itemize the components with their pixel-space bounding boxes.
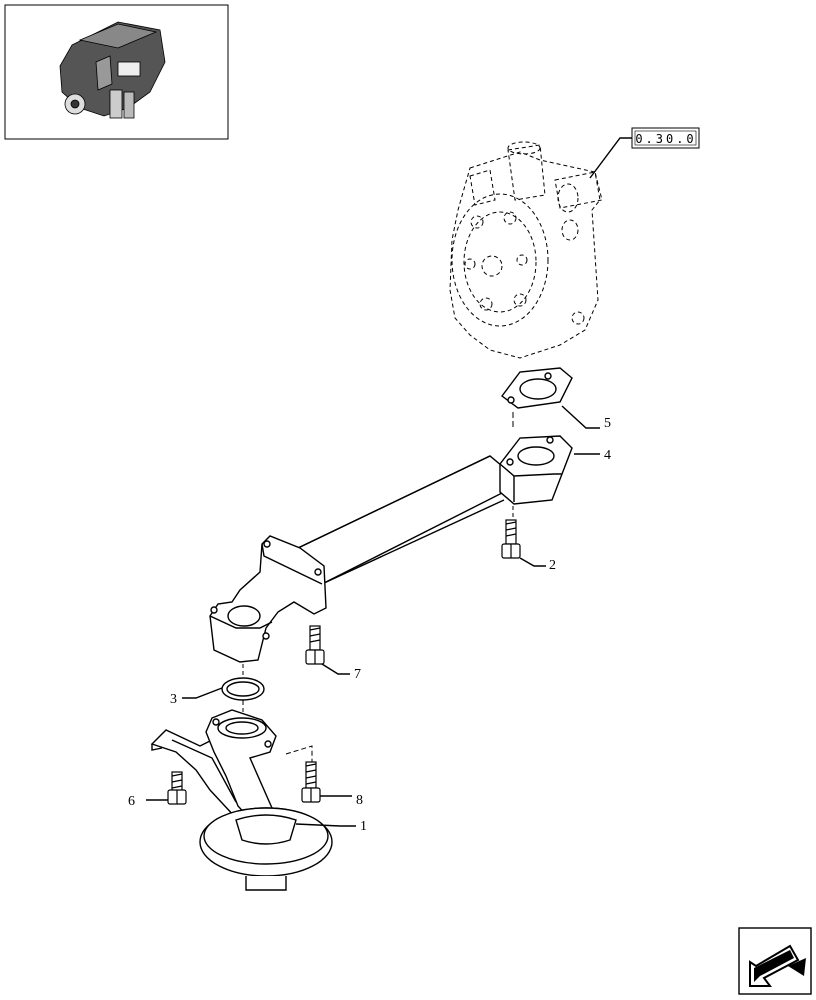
engine-thumbnail-icon[interactable]: [4, 4, 229, 140]
oil-pump-dashed-outline: [449, 141, 603, 359]
bolt-item-6[interactable]: [167, 771, 187, 805]
callout-4: 4: [604, 448, 611, 463]
leader-lines: [146, 405, 600, 827]
callout-3: 3: [170, 692, 177, 707]
strainer-item-1[interactable]: [150, 709, 333, 891]
callout-5: 5: [604, 416, 611, 431]
callout-7: 7: [354, 667, 361, 682]
reference-leader: [589, 137, 632, 179]
o-ring-item-3[interactable]: [221, 677, 265, 701]
next-page-arrow-icon[interactable]: [738, 927, 812, 995]
strainer-axis-lines: [242, 700, 313, 762]
bolt-item-2[interactable]: [501, 519, 521, 559]
reference-box-label: 0.30.0: [635, 132, 696, 146]
callout-1: 1: [360, 819, 367, 834]
suction-pipe-item-4[interactable]: [209, 435, 573, 663]
reference-box[interactable]: 0.30.0: [631, 127, 700, 149]
bolt-item-8[interactable]: [301, 761, 321, 803]
bolt-item-7[interactable]: [305, 625, 325, 665]
callout-2: 2: [549, 558, 556, 573]
gasket-item-5[interactable]: [501, 367, 573, 409]
callout-8: 8: [356, 793, 363, 808]
callout-6: 6: [128, 794, 135, 809]
